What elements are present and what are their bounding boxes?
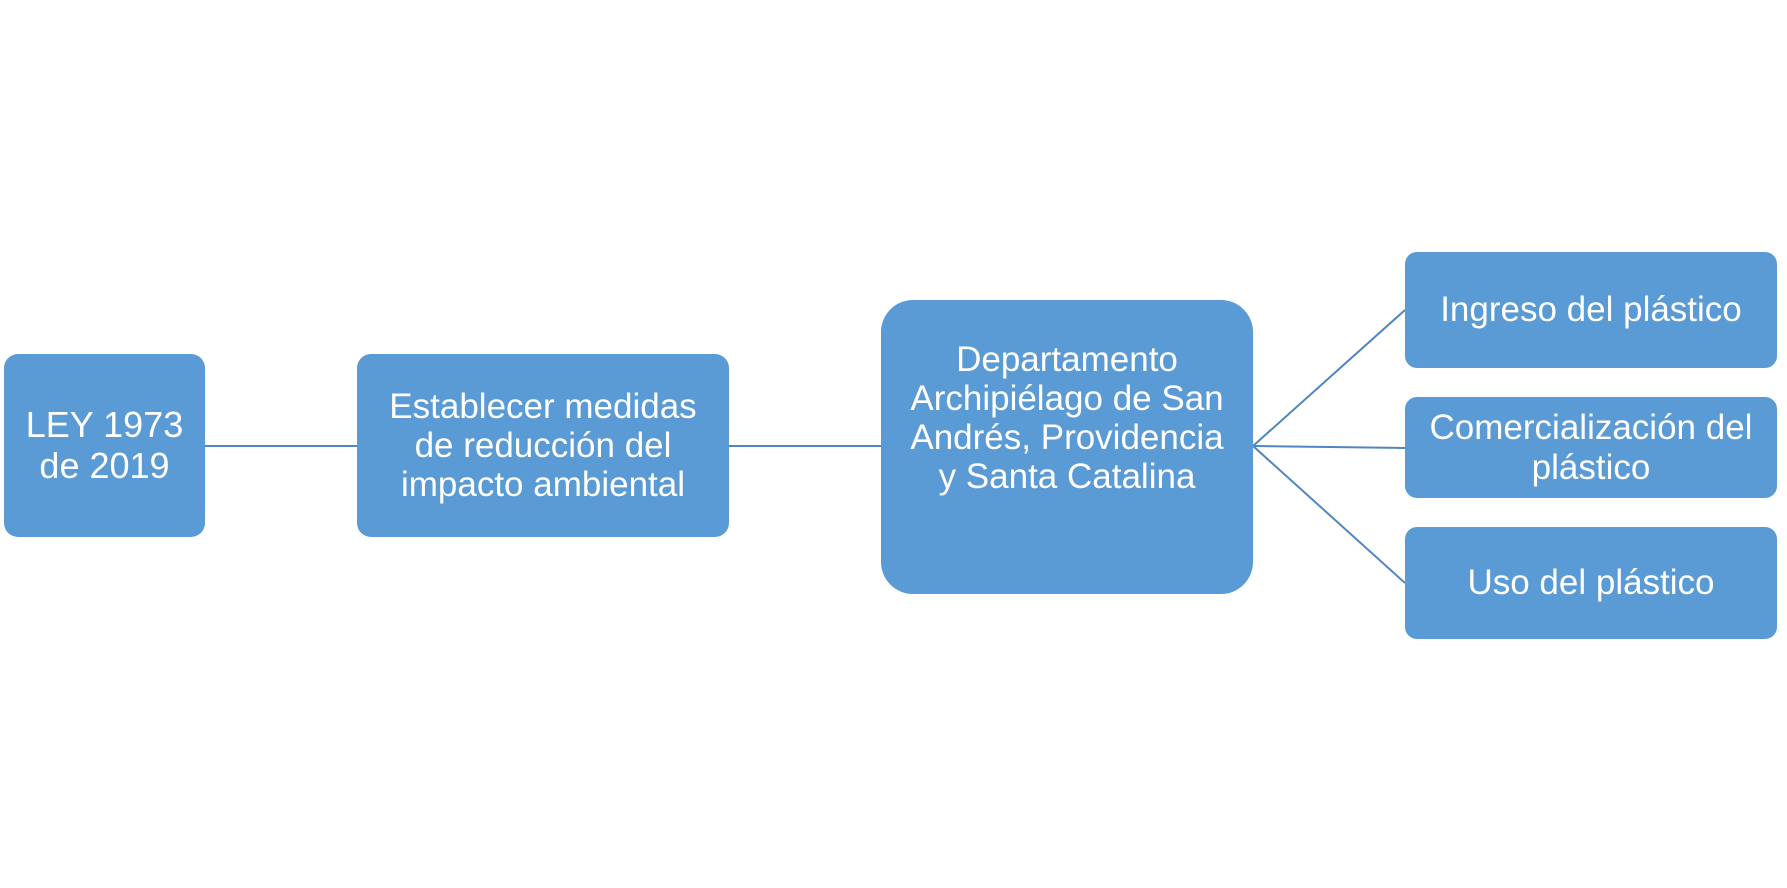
node-ingreso-line-1: Ingreso del plástico — [1440, 290, 1742, 330]
node-departamento-archipielago-text: Departamento Archipiélago de San Andrés,… — [910, 340, 1223, 497]
node-comercializacion-line-1: Comercialización del — [1429, 408, 1753, 448]
node-ingreso-text: Ingreso del plástico — [1440, 290, 1742, 329]
node-establecer-medidas-line-3: impacto ambiental — [400, 465, 686, 505]
node-departamento-line-1: Departamento — [956, 339, 1178, 379]
node-establecer-medidas-line-1: Establecer medidas — [389, 386, 697, 426]
node-comercializacion-del-plastico: Comercialización del plástico — [1405, 397, 1777, 498]
node-departamento-line-3: Andrés, Providencia — [910, 418, 1224, 457]
node-ingreso-del-plastico: Ingreso del plástico — [1405, 252, 1777, 368]
node-ley-1973: LEY 1973 de 2019 — [4, 354, 205, 537]
node-uso-line-1: Uso del plástico — [1467, 563, 1715, 603]
node-uso-del-plastico: Uso del plástico — [1405, 527, 1777, 639]
node-departamento-line-4: y Santa Catalina — [938, 457, 1196, 497]
node-departamento-archipielago: Departamento Archipiélago de San Andrés,… — [881, 300, 1253, 594]
node-ley-1973-line-1: LEY 1973 — [25, 404, 184, 446]
node-uso-text: Uso del plástico — [1467, 563, 1714, 602]
connector-departamento-to-ingreso — [1252, 309, 1406, 447]
connector-departamento-to-uso — [1252, 445, 1406, 584]
node-comercializacion-line-2: plástico — [1531, 447, 1651, 487]
connector-departamento-to-comercializacion — [1252, 445, 1406, 449]
node-establecer-medidas: Establecer medidas de reducción del impa… — [357, 354, 729, 537]
node-establecer-medidas-line-2: de reducción del — [414, 425, 672, 465]
node-ley-1973-text: LEY 1973 de 2019 — [25, 404, 184, 486]
node-ley-1973-line-2: de 2019 — [39, 444, 170, 486]
node-establecer-medidas-text: Establecer medidas de reducción del impa… — [389, 387, 696, 505]
node-departamento-line-2: Archipiélago de San — [910, 378, 1224, 418]
node-comercializacion-text: Comercialización del plástico — [1430, 408, 1753, 486]
